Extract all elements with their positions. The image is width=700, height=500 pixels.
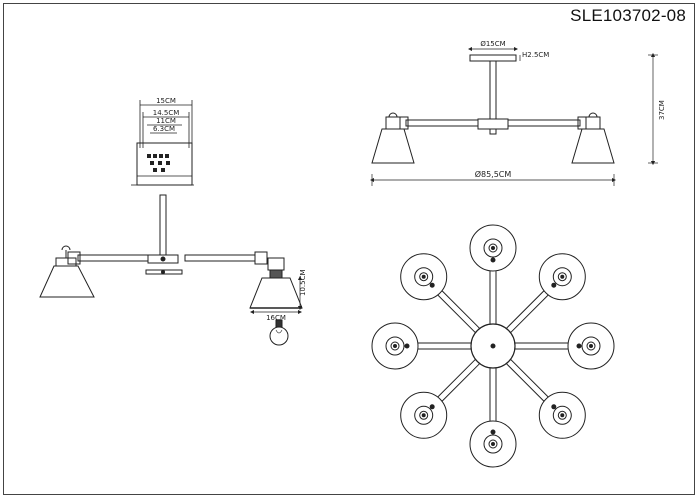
plan-arm bbox=[413, 342, 472, 350]
dim-span: Ø85,5CM bbox=[475, 169, 512, 179]
plan-joint bbox=[576, 343, 582, 349]
plan-view bbox=[371, 224, 615, 468]
plan-arm bbox=[434, 287, 481, 334]
drawing-frame bbox=[3, 3, 695, 495]
plan-socket-dot bbox=[421, 274, 426, 279]
dim-shade-width: 16CM bbox=[266, 314, 286, 322]
plan-socket-dot bbox=[560, 413, 565, 418]
dim-canopy-diameter: Ø15CM bbox=[480, 40, 505, 48]
plan-joint bbox=[429, 404, 435, 410]
plan-arm bbox=[434, 358, 481, 405]
front-elevation bbox=[369, 46, 658, 186]
plan-arm bbox=[514, 342, 573, 350]
plan-socket-dot bbox=[589, 344, 593, 348]
model-code: SLE103702-08 bbox=[570, 6, 686, 25]
dim-width-14-5: 14.5CM bbox=[153, 109, 180, 117]
canopy-detail bbox=[131, 100, 194, 186]
plan-joint bbox=[490, 429, 496, 435]
plan-arm bbox=[489, 266, 497, 325]
dim-top-width: 15CM bbox=[156, 97, 176, 105]
plan-arm bbox=[505, 358, 552, 405]
plan-arm bbox=[489, 367, 497, 426]
plan-joint bbox=[429, 282, 435, 288]
plan-joint bbox=[551, 404, 557, 410]
plan-joint bbox=[404, 343, 410, 349]
plan-socket-dot bbox=[421, 413, 426, 418]
plan-joint bbox=[551, 282, 557, 288]
exploded-fixture bbox=[39, 194, 303, 346]
dim-width-11: 11CM bbox=[156, 117, 176, 125]
plan-socket-dot bbox=[491, 246, 495, 250]
plan-hub-center bbox=[490, 343, 496, 349]
plan-socket-dot bbox=[560, 274, 565, 279]
dim-shade-height: 10.5CM bbox=[299, 269, 307, 296]
plan-socket-dot bbox=[393, 344, 397, 348]
dim-canopy-height: H2.5CM bbox=[522, 51, 549, 59]
dim-height: 37CM bbox=[658, 100, 666, 120]
dim-width-6-3: 6.3CM bbox=[153, 125, 175, 133]
plan-joint bbox=[490, 257, 496, 263]
plan-socket-dot bbox=[491, 442, 495, 446]
plan-arm bbox=[505, 287, 552, 334]
